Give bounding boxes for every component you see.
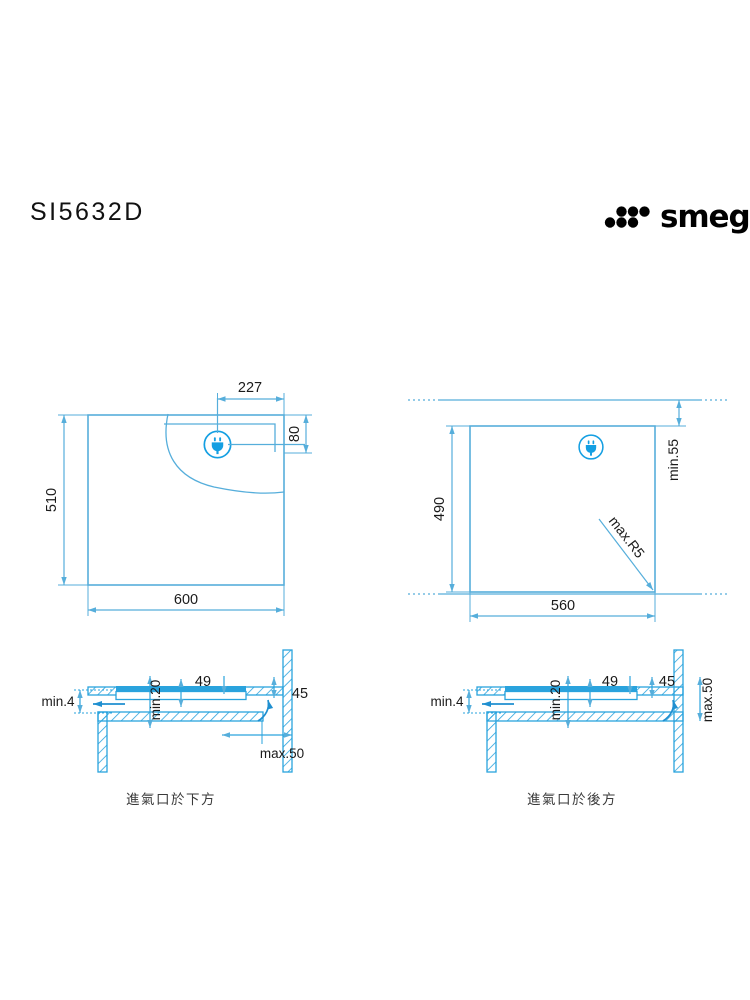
figure-top-left: 227 80 510 600: [44, 380, 312, 616]
smeg-logo: smeg: [604, 199, 750, 240]
dim-label-min4: min.4: [430, 694, 464, 709]
cutout-outline: [469, 425, 656, 593]
caption-air-intake-below: 進氣口於下方: [126, 792, 216, 808]
dim-label-560: 560: [551, 598, 575, 614]
hob-plate: [505, 686, 637, 692]
dim-label-49: 49: [195, 674, 211, 690]
plug-zone-outline: [164, 423, 276, 452]
dim-label-min55: min.55: [665, 439, 681, 481]
page-title: SI5632D: [30, 198, 145, 226]
dim-label-min4: min.4: [41, 694, 75, 709]
airflow-arrow-curved: [662, 699, 679, 722]
dim-label-max50: max.50: [260, 746, 304, 761]
dim-label-80: 80: [287, 426, 303, 442]
dim-label-510: 510: [44, 488, 60, 512]
cabinet-shelf: [97, 711, 264, 722]
wall-vertical-right: [282, 649, 293, 773]
figure-top-right: min.55 490 max.R5 560: [408, 399, 728, 622]
dim-label-227: 227: [238, 380, 262, 396]
wall-vertical-right: [673, 649, 684, 773]
figure-bottom-right: min.4 min.20 49 45 max.50: [430, 649, 715, 773]
appliance-outline: [87, 414, 285, 586]
smeg-wordmark: smeg: [660, 199, 750, 235]
dim-label-49: 49: [602, 674, 618, 690]
dim-label-max50: max.50: [700, 678, 715, 722]
plug-icon: [203, 430, 232, 459]
smeg-logo-dots-icon: [604, 206, 650, 228]
figure-bottom-left: min.4 min.20 49 45 max.50: [41, 649, 308, 773]
leader-line-maxr5: [598, 518, 654, 591]
dim-label-45: 45: [292, 686, 308, 702]
dim-label-600: 600: [174, 592, 198, 608]
caption-air-intake-rear: 進氣口於後方: [527, 792, 617, 808]
dim-label-490: 490: [432, 497, 448, 521]
dim-label-min20: min.20: [148, 680, 163, 721]
cabinet-shelf: [486, 711, 684, 722]
dim-label-45: 45: [659, 674, 675, 690]
plug-icon: [578, 434, 604, 460]
hob-body: [504, 690, 638, 701]
cable-route-curve: [165, 413, 285, 494]
dim-label-min20: min.20: [548, 680, 563, 721]
airflow-arrow-curved: [257, 699, 274, 722]
